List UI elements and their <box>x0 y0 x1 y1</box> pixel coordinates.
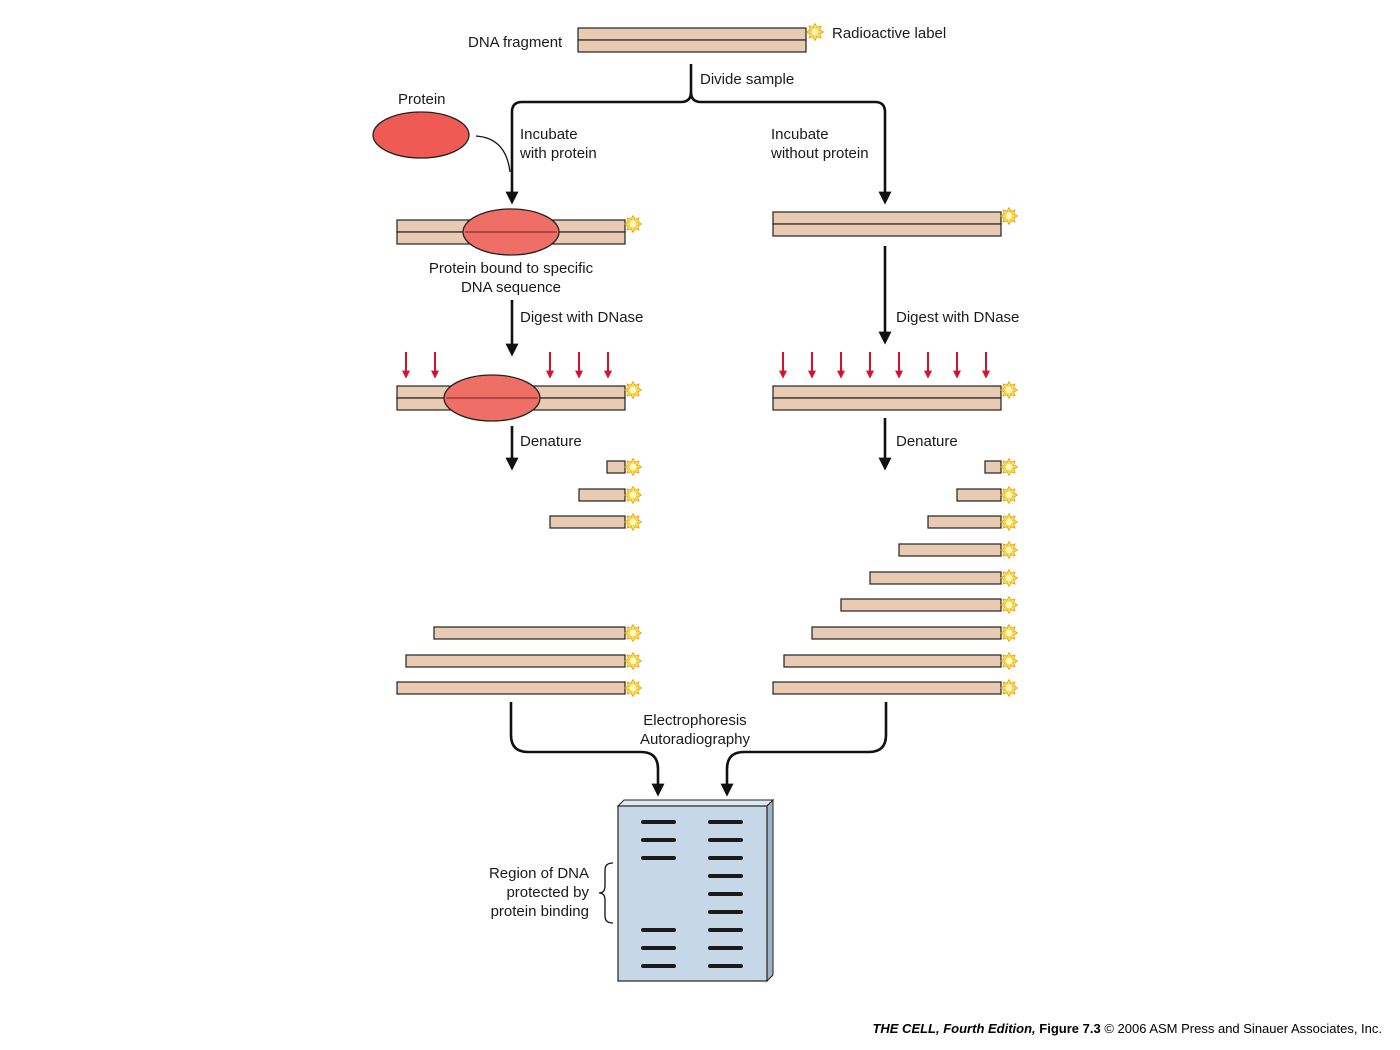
dna-protein-digest <box>396 374 642 422</box>
incubate-with-line1: Incubate <box>520 126 578 143</box>
region-label-line3: protein binding <box>491 903 589 920</box>
gel-band <box>641 928 676 932</box>
dna-no-protein <box>772 207 1018 237</box>
dna-fragment-top <box>577 23 824 53</box>
digest-left-label: Digest with DNase <box>520 309 643 326</box>
gel-lane-control <box>708 820 743 968</box>
protein-connector <box>475 135 511 173</box>
autoradiography-label: Autoradiography <box>640 731 751 748</box>
gel-band <box>708 964 743 968</box>
dnase-cuts-left <box>402 352 612 379</box>
divide-branch <box>505 64 892 205</box>
digest-right-label: Digest with DNase <box>896 309 1019 326</box>
gel-band <box>641 946 676 950</box>
fragments-right <box>772 458 1018 697</box>
denature-left-label: Denature <box>520 433 582 450</box>
arrows-to-gel <box>509 702 888 797</box>
protected-region-brace <box>598 862 614 924</box>
protein-ellipse <box>372 111 470 159</box>
gel-band <box>708 892 743 896</box>
dna-fragment-label: DNA fragment <box>468 34 563 51</box>
gel-band <box>708 946 743 950</box>
incubate-without-line1: Incubate <box>771 126 829 143</box>
gel-band <box>708 838 743 842</box>
fragments-left-short <box>549 458 642 531</box>
incubate-without-line2: without protein <box>770 145 869 162</box>
incubate-with-line2: with protein <box>519 145 597 162</box>
caption-book: THE CELL, <box>872 1021 940 1036</box>
protein-label: Protein <box>398 91 446 108</box>
radioactive-label-icon <box>806 23 824 41</box>
gel-band <box>708 874 743 878</box>
gel-band <box>708 910 743 914</box>
fragments-left-long <box>396 624 642 697</box>
gel-lane-protein <box>641 820 676 968</box>
gel-slab <box>616 798 775 983</box>
dna-protein-complex <box>396 208 642 256</box>
gel-band <box>641 820 676 824</box>
gel-band <box>708 820 743 824</box>
figure-caption: THE CELL, Fourth Edition, Figure 7.3 © 2… <box>872 1021 1382 1036</box>
gel-band <box>641 838 676 842</box>
radioactive-label-text: Radioactive label <box>832 25 946 42</box>
dnase-cuts-right <box>779 352 990 379</box>
region-label-line1: Region of DNA <box>489 865 589 882</box>
gel-band <box>641 856 676 860</box>
caption-figure: Figure 7.3 <box>1039 1021 1101 1036</box>
caption-edition: Fourth Edition, <box>943 1021 1036 1036</box>
gel-band <box>708 856 743 860</box>
electrophoresis-label: Electrophoresis <box>643 712 746 729</box>
caption-copyright: © 2006 ASM Press and Sinauer Associates,… <box>1104 1021 1382 1036</box>
dna-digest-right <box>772 381 1018 411</box>
gel-band <box>641 964 676 968</box>
bound-caption-line1: Protein bound to specific <box>429 260 594 277</box>
gel-band <box>708 928 743 932</box>
bound-caption-line2: DNA sequence <box>461 279 561 296</box>
region-label-line2: protected by <box>506 884 589 901</box>
divide-sample-label: Divide sample <box>700 71 794 88</box>
denature-right-label: Denature <box>896 433 958 450</box>
